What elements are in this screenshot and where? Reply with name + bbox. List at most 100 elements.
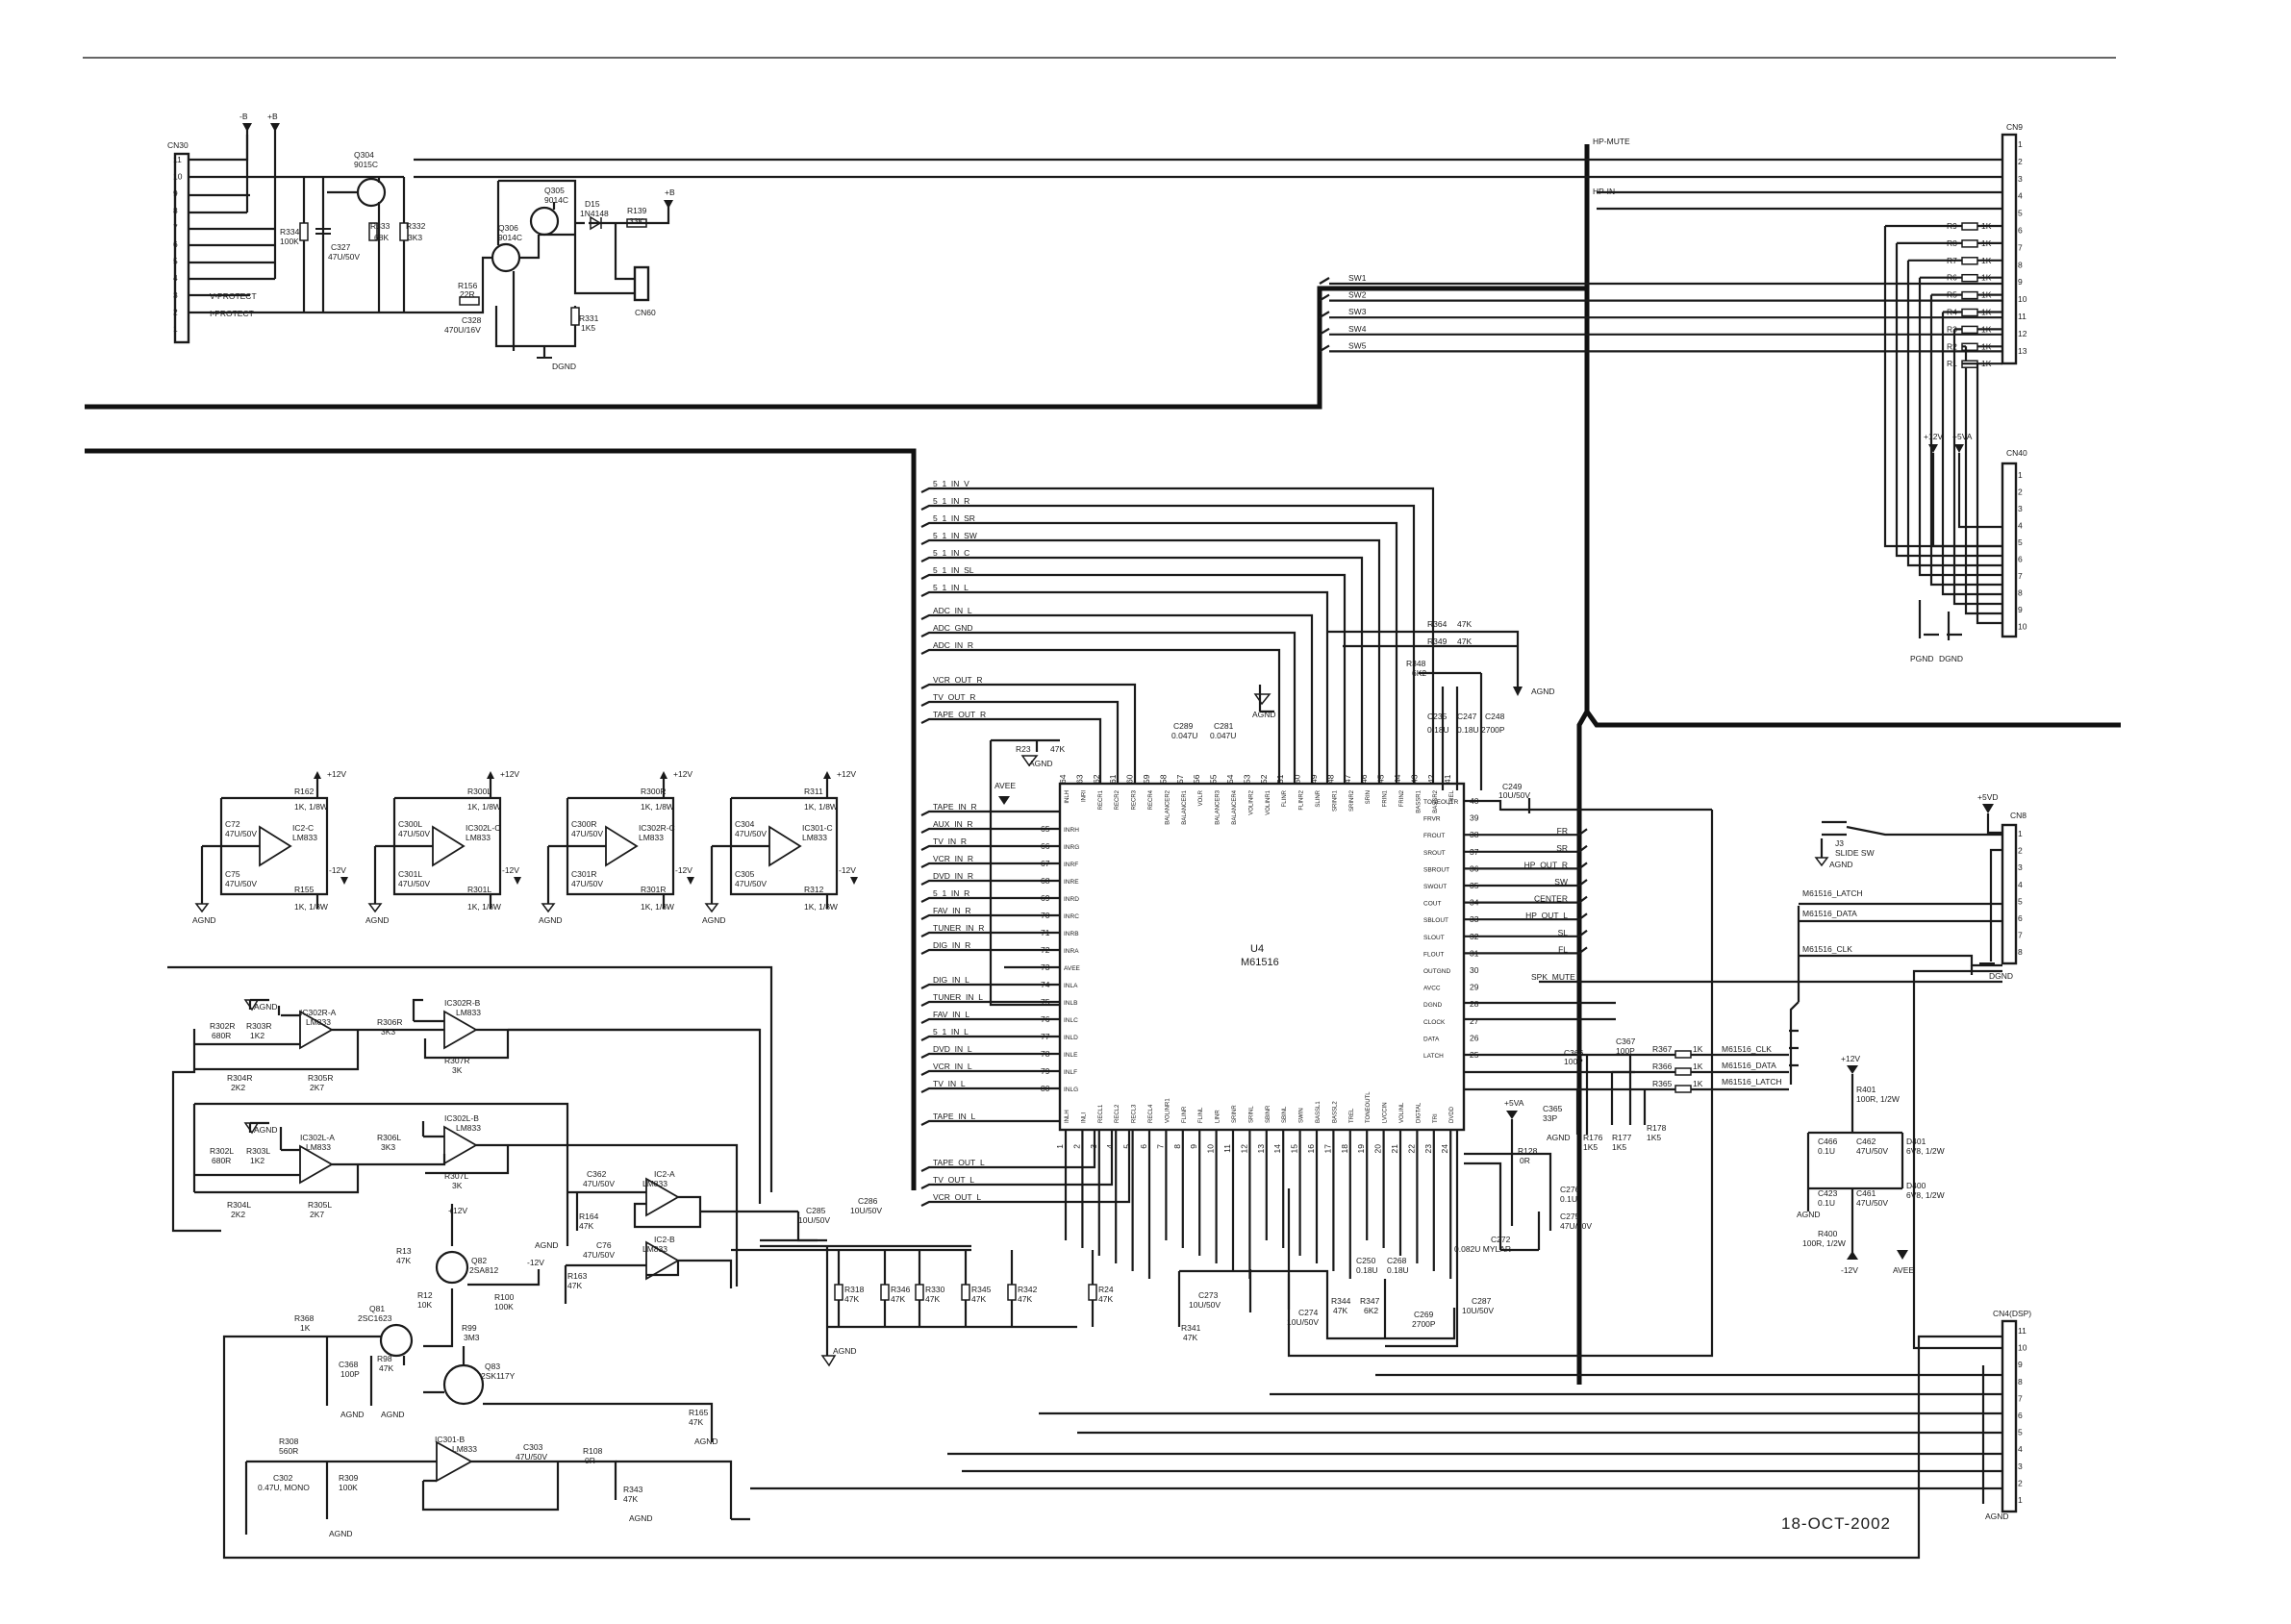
p5vd-label: +5VD	[1977, 792, 1999, 802]
c273-val: 10U/50V	[1189, 1300, 1221, 1310]
top-bus-label-5: 5_1_IN_SL	[933, 565, 974, 575]
cn9-res-R4	[1961, 308, 1978, 317]
c461-ref: C461	[1856, 1188, 1876, 1198]
u4-top-pinnum-60: 60	[1125, 774, 1135, 784]
sw-label-4: SW4	[1348, 324, 1367, 334]
u4-top-pin-48: SRINR1	[1332, 789, 1338, 812]
cn40-p12-arrow	[1928, 444, 1938, 453]
bot-bus-label-0: TAPE_IN_L	[933, 1112, 976, 1121]
q304-leads	[327, 177, 381, 312]
dgnd-label-2: DGND	[1939, 654, 1963, 663]
agnd-302ra	[243, 999, 260, 1012]
u4-left-pin-71: INRB	[1064, 931, 1079, 937]
u4-left-pin-73: AVEE	[1064, 965, 1081, 972]
c248-ref: C248	[1485, 712, 1505, 721]
r330-ref: R330	[925, 1285, 945, 1294]
ic302lc-p12-arrow	[487, 771, 494, 779]
r331-val: 1K5	[581, 323, 595, 333]
cn40-p5va-arrow	[1954, 444, 1964, 453]
sw-entry-3	[1319, 311, 1330, 319]
u4-top-pinnum-45: 45	[1376, 774, 1386, 784]
u4-left-pin-68: INRE	[1064, 879, 1079, 886]
cn40-pin-6: 6	[2018, 555, 2023, 564]
ic301b-ref: IC301-B	[435, 1435, 466, 1444]
u4-left-wire-75	[920, 1000, 1060, 1007]
c268-val: 0.18U	[1387, 1265, 1409, 1275]
top-bus-wire-2	[920, 521, 1398, 784]
u4-top-pin-58: BALANCER2	[1165, 789, 1171, 824]
c302-ref: C302	[273, 1473, 293, 1483]
r108-val: 0R	[585, 1456, 595, 1465]
c366-val: 100P	[1564, 1057, 1583, 1066]
q83-fet	[442, 1363, 485, 1406]
top-bus-label-0: 5_1_IN_V	[933, 479, 969, 488]
r177-ref: R177	[1612, 1133, 1632, 1142]
u4-top-pin-43: BASSR1	[1416, 789, 1422, 812]
top-bus-label-7: ADC_IN_L	[933, 606, 972, 615]
r400-val: 100R, 1/2W	[1802, 1238, 1846, 1248]
ic302lc-c2-val: 47U/50V	[398, 879, 430, 888]
u4-left-net-79: VCR_IN_L	[933, 1062, 972, 1071]
u4-left-wire-79	[920, 1069, 1060, 1076]
c76-val: 47U/50V	[583, 1250, 615, 1260]
u4-bot-pin-16: BASSL1	[1316, 1101, 1322, 1123]
protect-rc-wires	[250, 177, 406, 314]
q81-wires	[317, 1335, 406, 1406]
u4-top-pinnum-46: 46	[1359, 774, 1369, 784]
q305-ref: Q305	[544, 186, 565, 195]
agnd-cn4: AGND	[1985, 1512, 2009, 1521]
r307l-ref: R307L	[444, 1171, 468, 1181]
u4-left-wire-74	[920, 983, 1060, 989]
u4-top-pin-46: SRIN	[1366, 790, 1372, 804]
r306r-ref: R306R	[377, 1017, 402, 1027]
r13-val: 47K	[396, 1256, 411, 1265]
r98-ref: R98	[377, 1354, 392, 1363]
r128-val: 0R	[1520, 1156, 1530, 1165]
ic302rc-p12: +12V	[673, 769, 692, 779]
ic302lc-agnd-label: AGND	[365, 915, 390, 925]
cn30-pin-7: 7	[173, 222, 178, 232]
cn30-pin-8: 8	[173, 206, 178, 215]
r139-ref: R139	[627, 206, 647, 215]
cn8-pin-5: 5	[2018, 896, 2023, 906]
ctrl-clk-label: M61516_CLK	[1722, 1044, 1772, 1054]
sw-entry-4	[1319, 327, 1330, 336]
cn9-res-wire-R1	[1962, 362, 2002, 625]
u4-top-pin-60: RECR3	[1132, 789, 1138, 810]
r342-val: 47K	[1018, 1294, 1032, 1304]
u4-top-pin-47: SRINR2	[1349, 789, 1355, 812]
plus-b-label: +B	[267, 112, 278, 121]
u4-right-wire-33	[1464, 912, 1588, 921]
cn40-pin-7: 7	[2018, 571, 2023, 581]
main-bus-lower	[1576, 710, 1590, 1385]
cn30-pin-9: 9	[173, 188, 178, 198]
q305-transistor	[529, 206, 560, 237]
c303-out	[616, 1460, 750, 1521]
u4-right-net-37: SR	[1556, 843, 1568, 853]
c247-val: 0.18U	[1457, 725, 1479, 735]
c302-val: 0.47U, MONO	[258, 1483, 310, 1492]
c235-val: 0.18U	[1427, 725, 1449, 735]
ic301b-wires	[244, 1460, 617, 1535]
r99-val: 3M3	[464, 1333, 480, 1342]
iprotect-label: I-PROTECT	[210, 309, 254, 318]
bot-bus-wire-2	[920, 1130, 1114, 1189]
ic302rc-c1-ref: C300R	[571, 819, 596, 829]
cn4-pin-5: 5	[2018, 1428, 2023, 1437]
agnd-r23-label: AGND	[1029, 759, 1053, 768]
r347-ref: R347	[1360, 1296, 1380, 1306]
r304l-val: 2K2	[231, 1210, 245, 1219]
u4-top-pin-59: RECR4	[1148, 789, 1154, 810]
cn9-label: CN9	[2006, 122, 2023, 132]
c367-ref: C367	[1616, 1037, 1636, 1046]
ic301c-c1-ref: C304	[735, 819, 755, 829]
hp-in-label: HP-IN	[1593, 187, 1615, 196]
ic-left-bus	[85, 448, 917, 1190]
cn4-pin-8: 8	[2018, 1377, 2023, 1387]
u4-left-wire-69	[920, 896, 1060, 903]
u4-left-net-69: 5_1_IN_R	[933, 888, 969, 898]
c327-ref: C327	[331, 242, 351, 252]
u4-left-net-67: VCR_IN_R	[933, 854, 973, 863]
u4-top-pinnum-61: 61	[1108, 774, 1118, 784]
cn9-res-wire-R8	[1895, 241, 2002, 558]
